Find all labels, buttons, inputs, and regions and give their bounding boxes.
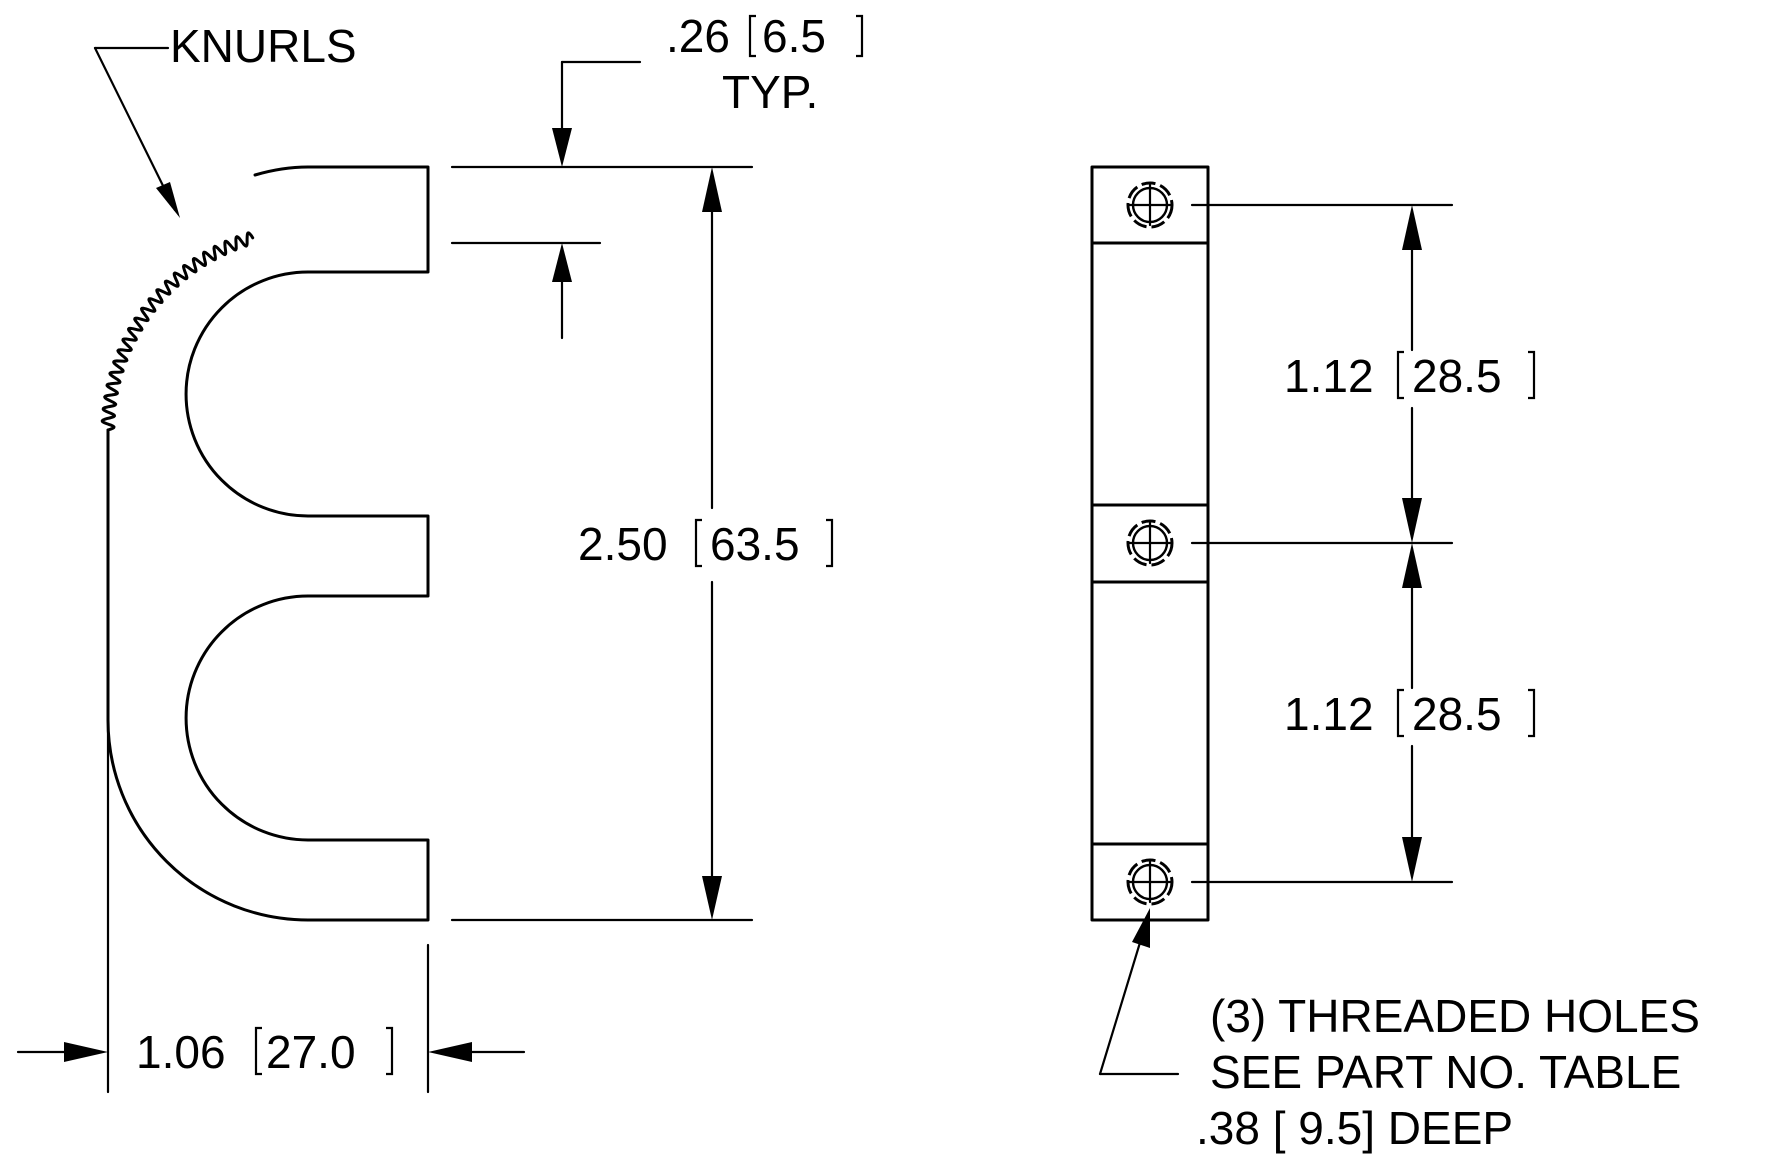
typ-dim-note: TYP.: [722, 66, 818, 118]
hole-spacing-dimensions: 1.12 28.5 1.12 28.5: [1190, 203, 1536, 884]
threaded-hole-top: [1126, 181, 1174, 229]
spacing-upper-mm: 28.5: [1412, 350, 1502, 402]
width-dim-mm: 27.0: [266, 1026, 356, 1078]
height-dim-inch: 2.50: [578, 518, 668, 570]
holes-note-line1: (3) THREADED HOLES: [1210, 990, 1700, 1042]
typ-dimension: .26 6.5 TYP.: [450, 10, 864, 340]
typ-dim-mm: 6.5: [762, 10, 826, 62]
width-dimension: 1.06 27.0: [16, 718, 526, 1094]
spacing-lower-mm: 28.5: [1412, 688, 1502, 740]
knurl-edge: [100, 231, 255, 432]
height-dimension: 2.50 63.5: [450, 167, 834, 922]
threaded-hole-middle: [1126, 519, 1174, 567]
threaded-hole-bottom: [1126, 858, 1174, 906]
holes-note-line2: SEE PART NO. TABLE: [1210, 1046, 1681, 1098]
knurls-label: KNURLS: [170, 20, 357, 72]
clamp-front-view: [100, 165, 430, 922]
clamp-outer-profile: [106, 165, 430, 922]
holes-note-line3: .38 [ 9.5] DEEP: [1196, 1102, 1513, 1154]
spacing-lower-inch: 1.12: [1284, 688, 1374, 740]
width-dim-inch: 1.06: [136, 1026, 226, 1078]
clamp-side-view: [1090, 165, 1210, 922]
knurls-callout: KNURLS: [93, 20, 357, 218]
threaded-holes-callout: (3) THREADED HOLES SEE PART NO. TABLE .3…: [1098, 908, 1700, 1154]
typ-dim-inch: .26: [666, 10, 730, 62]
spacing-upper-inch: 1.12: [1284, 350, 1374, 402]
height-dim-mm: 63.5: [710, 518, 800, 570]
